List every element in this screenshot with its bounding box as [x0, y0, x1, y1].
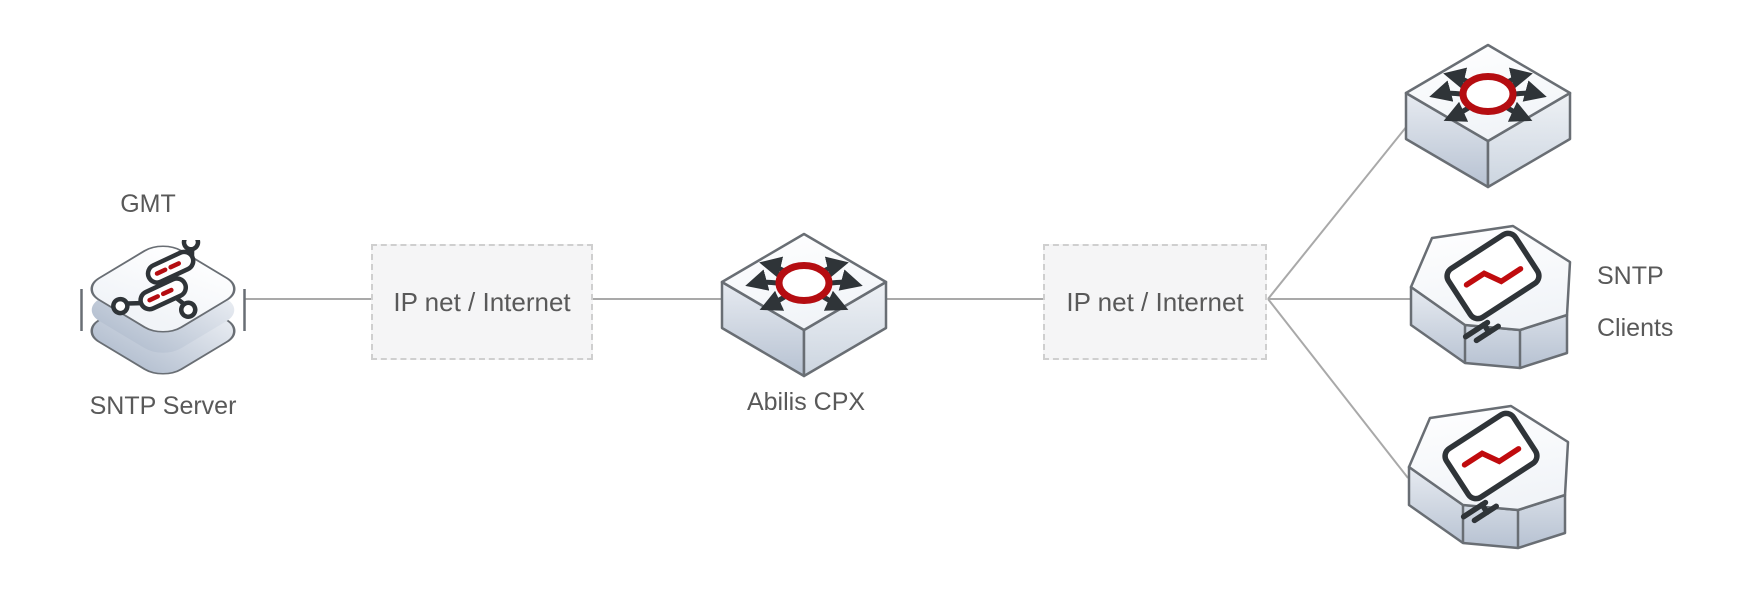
- sntp-server-label: SNTP Server: [89, 392, 237, 420]
- workstation-icon: [1407, 404, 1570, 550]
- server-cluster-icon: [80, 240, 246, 375]
- router-icon: [1404, 43, 1572, 189]
- ip-net-box-right: IP net / Internet: [1043, 244, 1267, 360]
- ip-net-box-left: IP net / Internet: [371, 244, 593, 360]
- server-glyph: [111, 240, 201, 319]
- edge-ipnet-client-switch: [1267, 125, 1408, 300]
- ip-net-right-label: IP net / Internet: [1066, 286, 1244, 317]
- gmt-label: GMT: [120, 190, 176, 218]
- edge-ipnet-client-bottom: [1267, 298, 1409, 479]
- workstation-icon: [1409, 224, 1572, 370]
- ip-net-left-label: IP net / Internet: [393, 286, 571, 317]
- monitor-glyph: [1442, 410, 1540, 524]
- monitor-glyph: [1444, 230, 1542, 344]
- router-icon: [720, 232, 888, 378]
- abilis-cpx-label: Abilis CPX: [746, 388, 866, 416]
- sntp-clients-label: SNTP Clients: [1597, 262, 1674, 342]
